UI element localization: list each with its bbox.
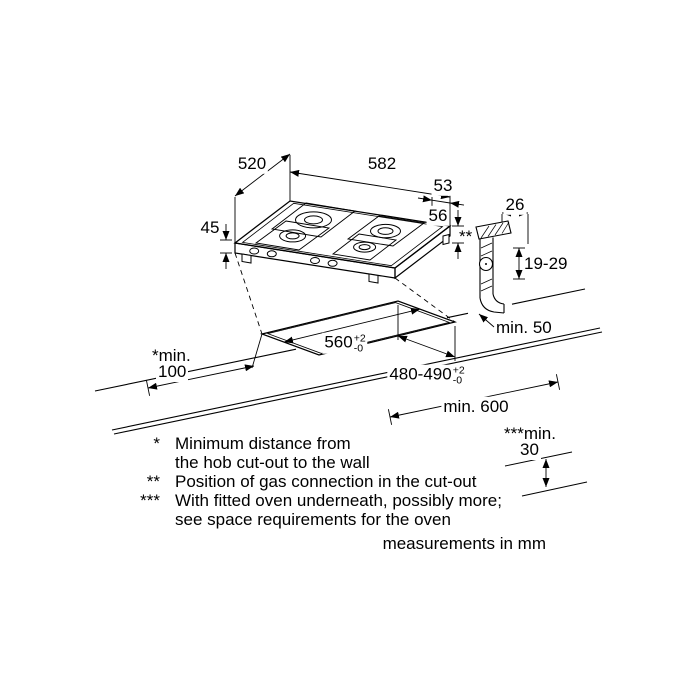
burner-back-left — [295, 211, 332, 229]
footnote-3-line-2: see space requirements for the oven — [175, 510, 451, 529]
min-600-label: min. 600 — [441, 396, 511, 418]
gas-position-marker: ** — [459, 227, 473, 246]
projection-line — [234, 252, 263, 335]
dim-tick — [387, 409, 393, 425]
footnote-marker-3: *** — [140, 491, 160, 510]
pan-support-grate — [346, 215, 426, 247]
burner-front-left — [279, 229, 307, 243]
dim-45-label: 45 — [198, 217, 222, 239]
footnote-marker-2: ** — [146, 472, 160, 491]
projection-lines — [234, 252, 456, 335]
worktop-back-edge — [94, 348, 297, 392]
hob-foot — [368, 273, 379, 284]
gas-connection-detail — [475, 220, 512, 314]
min-30-label-line1: ***min. — [502, 424, 558, 445]
dim-line-53 — [431, 199, 451, 204]
dim-56-label: 56 — [426, 205, 450, 227]
projection-line — [394, 277, 456, 323]
dim-tick — [521, 481, 588, 497]
min-30-label-line2: 30 — [518, 440, 541, 461]
burner-back-right — [370, 223, 401, 239]
dim-tick — [555, 374, 561, 390]
dim-line-582 — [289, 169, 451, 200]
worktop-section-bar — [475, 220, 512, 240]
dim-line-min-100 — [147, 364, 255, 390]
cutout-depth-upper-tol: +2 — [452, 364, 465, 377]
hatching — [480, 242, 493, 292]
min-100-label-line1: *min. — [150, 346, 193, 367]
cutout-depth-lower-tol: -0 — [452, 374, 463, 387]
gas-pipe — [479, 297, 505, 314]
control-knobs — [249, 247, 338, 267]
dim-19-29-label: 19-29 — [524, 254, 568, 273]
control-knob — [266, 250, 277, 258]
cutout-width-upper-tol: +2 — [353, 332, 366, 345]
cutout-depth-dim: 480-490+2-0 — [387, 364, 467, 387]
measurements-note: measurements in mm — [382, 534, 546, 553]
dim-arrow-53 — [417, 195, 433, 203]
pan-support-grate — [254, 220, 331, 251]
dim-tick — [145, 380, 151, 396]
worktop-back-edge — [446, 312, 469, 319]
dim-line-480-490 — [397, 335, 456, 358]
hob-foot — [241, 253, 252, 264]
cutout-depth-value: 480-490 — [389, 364, 452, 384]
footnote-marker-1: * — [153, 434, 160, 453]
footnote-1-line-2: the hob cut-out to the wall — [175, 453, 370, 472]
dim-line-560 — [283, 307, 421, 344]
dim-26-label: 26 — [503, 194, 527, 216]
leader-min-50 — [478, 313, 495, 328]
dim-53-label: 53 — [431, 175, 455, 197]
dim-582-label: 582 — [365, 153, 399, 175]
control-knob — [327, 259, 338, 267]
hob-drawing — [233, 200, 452, 284]
cutout-width-lower-tol: -0 — [353, 342, 364, 355]
footnote-3-line-1: With fitted oven underneath, possibly mo… — [175, 491, 502, 510]
footnote-2-line-1: Position of gas connection in the cut-ou… — [175, 472, 477, 491]
min-50-label: min. 50 — [496, 318, 552, 337]
burner-front-right — [353, 241, 377, 253]
worktop-front-edge — [111, 327, 601, 431]
footnote-1-line-1: Minimum distance from — [175, 434, 351, 453]
hob-right-face — [394, 224, 451, 280]
pan-support-grate — [270, 202, 357, 238]
worktop-back-edge — [511, 288, 586, 305]
control-knob — [249, 247, 260, 255]
gas-inlet-nub — [442, 233, 450, 246]
dim-line-520 — [234, 153, 291, 197]
cutout-width-value: 560 — [324, 332, 353, 352]
dim-520-label: 520 — [235, 153, 269, 175]
gas-pipe — [492, 293, 505, 305]
control-knob — [310, 257, 320, 264]
dim-arrow-53 — [449, 200, 465, 208]
min-100-label-line2: 100 — [156, 362, 189, 383]
cutout-width-dim: 560+2-0 — [322, 332, 368, 355]
gas-connection-center — [485, 263, 487, 265]
hob-top-rim — [241, 202, 444, 267]
worktop-front-edge-thickness — [113, 331, 603, 435]
extension-line — [251, 333, 263, 369]
hatching — [480, 221, 510, 239]
